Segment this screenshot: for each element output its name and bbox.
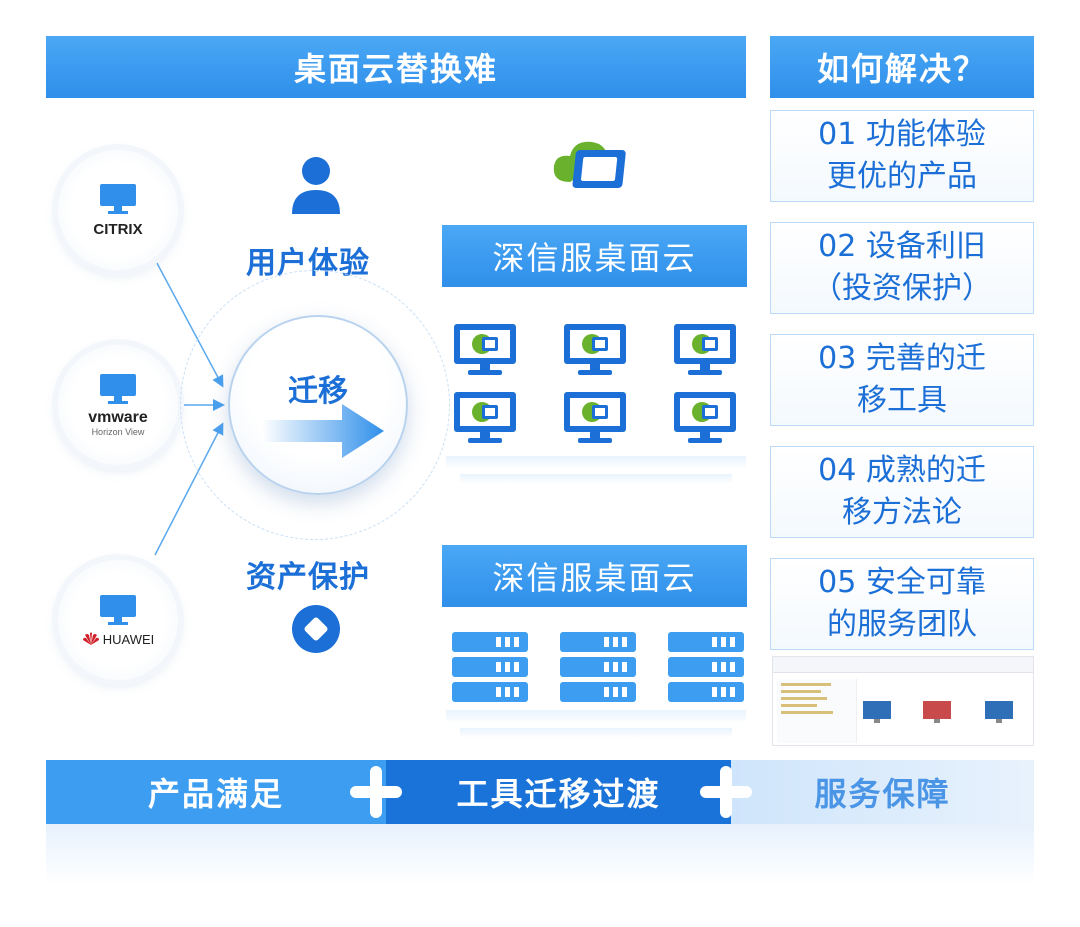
vendor-logo-wrap: HUAWEI	[82, 631, 155, 647]
thumbnail-toolbar	[773, 657, 1033, 673]
thumbnail-monitors	[863, 701, 1013, 723]
sangfor-banner-top: 深信服桌面云	[442, 225, 747, 287]
desktop-platform-shadow	[460, 474, 732, 484]
plus-icon	[700, 766, 752, 818]
desktop-platform	[446, 456, 746, 470]
solution-text: 01 功能体验	[818, 117, 986, 152]
monitor-icon	[100, 594, 136, 625]
sangfor-banner-bottom: 深信服桌面云	[442, 545, 747, 607]
cloud-desktop-icon	[564, 392, 626, 443]
sangfor-cloud-logo-icon	[553, 141, 626, 188]
user-icon	[292, 157, 340, 214]
vendor-sub: Horizon View	[91, 427, 145, 437]
migrate-label: 迁移	[288, 374, 348, 409]
cloud-desktop-icon	[564, 324, 626, 375]
solution-text: 更优的产品	[827, 159, 977, 194]
monitor-icon	[100, 183, 136, 214]
vendor-name: HUAWEI	[102, 631, 155, 647]
solution-item-4: 04 成熟的迁 移方法论	[770, 446, 1034, 538]
migrate-ring	[180, 270, 450, 540]
solution-title: 如何解决？	[816, 50, 987, 88]
desktop-grid	[448, 318, 748, 458]
server-platform-shadow	[460, 728, 732, 738]
monitor-icon	[100, 374, 136, 404]
solution-title-banner: 如何解决？	[770, 36, 1034, 98]
solution-item-3: 03 完善的迁 移工具	[770, 334, 1034, 426]
problem-title: 桌面云替换难	[293, 50, 498, 88]
problem-title-banner: 桌面云替换难	[46, 36, 746, 98]
server-platform	[446, 710, 746, 724]
bottom-bar: 产品满足 工具迁移过渡 服务保障	[46, 760, 1034, 824]
cloud-desktop-icon	[454, 392, 516, 443]
server-rack-icon	[452, 632, 744, 702]
thumbnail-tree	[777, 679, 857, 743]
plus-icon	[350, 766, 402, 818]
asset-protection-label: 资产保护	[246, 560, 370, 595]
console-screenshot-thumbnail	[772, 656, 1034, 746]
bottom-seg-service: 服务保障	[731, 760, 1034, 824]
cloud-desktop-icon	[674, 392, 736, 443]
shield-diamond-icon	[292, 605, 340, 653]
solution-text: 05 安全可靠	[818, 565, 986, 600]
cloud-desktop-icon	[454, 324, 516, 375]
server-grid	[448, 628, 748, 706]
solution-item-1: 01 功能体验 更优的产品	[770, 110, 1034, 202]
vendor-vmware: vmware Horizon View	[58, 345, 178, 465]
bottom-seg-tool: 工具迁移过渡	[386, 760, 731, 824]
solution-text: 移方法论	[842, 495, 962, 530]
vendor-citrix: CITRIX	[58, 150, 178, 270]
huawei-flower-icon	[82, 632, 99, 645]
cloud-desktop-icon	[674, 324, 736, 375]
vendor-logo: vmware	[88, 409, 148, 426]
vendor-huawei: HUAWEI	[58, 560, 178, 680]
solution-item-2: 02 设备利旧 （投资保护）	[770, 222, 1034, 314]
bottom-seg-text: 服务保障	[814, 775, 951, 813]
sangfor-banner-text: 深信服桌面云	[492, 559, 697, 597]
solution-text: 的服务团队	[827, 607, 977, 642]
solution-text: （投资保护）	[812, 271, 992, 306]
bottom-seg-product: 产品满足	[46, 760, 386, 824]
solution-text: 04 成熟的迁	[818, 453, 986, 488]
sangfor-banner-text: 深信服桌面云	[492, 239, 697, 277]
solution-item-5: 05 安全可靠 的服务团队	[770, 558, 1034, 650]
vendor-logo: CITRIX	[93, 220, 143, 238]
migrate-circle	[228, 315, 408, 495]
solution-text: 03 完善的迁	[818, 341, 986, 376]
solution-text: 02 设备利旧	[818, 229, 986, 264]
arrow-right-icon	[262, 404, 384, 458]
bottom-seg-text: 产品满足	[147, 775, 284, 813]
solution-text: 移工具	[857, 383, 947, 418]
bottom-bar-reflection	[46, 824, 1034, 884]
bottom-seg-text: 工具迁移过渡	[456, 775, 661, 813]
